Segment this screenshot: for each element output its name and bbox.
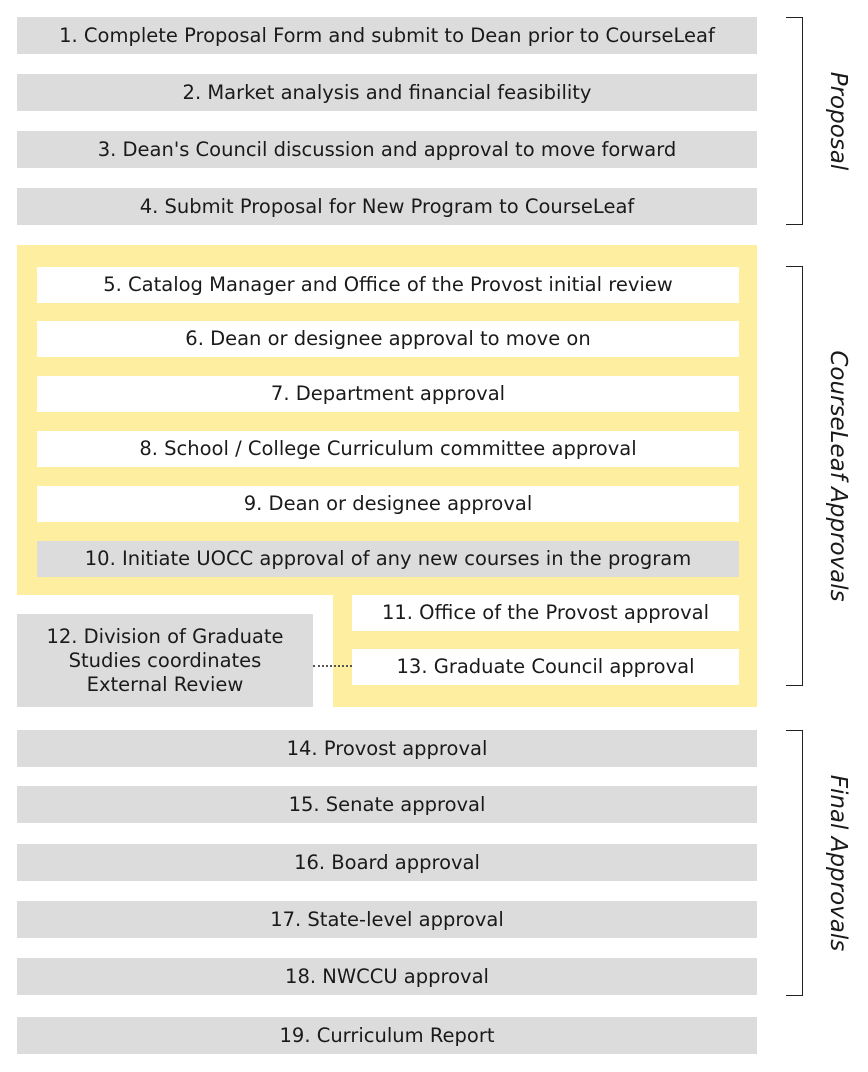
step-1-label: 1. Complete Proposal Form and submit to … [59,23,715,47]
step-12-line-1: 12. Division of Graduate [46,624,284,648]
step-15-label: 15. Senate approval [288,792,486,816]
proposal-bracket [786,17,803,225]
step-4: 4. Submit Proposal for New Program to Co… [17,188,757,225]
step-5-label: 5. Catalog Manager and Office of the Pro… [103,273,673,296]
courseleaf-region [17,245,757,595]
step-11: 11. Office of the Provost approval [352,595,739,631]
step-11-label: 11. Office of the Provost approval [381,601,710,624]
step-7: 7. Department approval [37,376,739,412]
final-bracket [786,730,803,996]
step-9: 9. Dean or designee approval [37,486,739,522]
step-12-line-2: Studies coordinates [68,648,262,672]
step-6-label: 6. Dean or designee approval to move on [185,327,591,350]
step-2: 2. Market analysis and financial feasibi… [17,74,757,111]
step-16: 16. Board approval [17,844,757,881]
step-17-label: 17. State-level approval [270,907,504,931]
step-2-label: 2. Market analysis and financial feasibi… [182,80,592,104]
step-10-label: 10. Initiate UOCC approval of any new co… [84,547,692,570]
final-label: Final Approvals [825,774,851,952]
step-7-label: 7. Department approval [270,382,506,405]
step-18: 18. NWCCU approval [17,958,757,995]
step-1: 1. Complete Proposal Form and submit to … [17,17,757,54]
step-8: 8. School / College Curriculum committee… [37,431,739,467]
proposal-label: Proposal [825,71,851,171]
step-14: 14. Provost approval [17,730,757,767]
step-3-label: 3. Dean's Council discussion and approva… [97,137,677,161]
step-17: 17. State-level approval [17,901,757,938]
step-4-label: 4. Submit Proposal for New Program to Co… [139,194,635,218]
step-12-connector [313,665,352,667]
step-18-label: 18. NWCCU approval [285,964,489,988]
step-14-label: 14. Provost approval [286,736,488,760]
courseleaf-bracket [786,266,803,686]
step-8-label: 8. School / College Curriculum committee… [139,437,637,460]
step-12-line-3: External Review [86,672,244,696]
step-9-label: 9. Dean or designee approval [243,492,533,515]
step-19-label: 19. Curriculum Report [279,1023,495,1047]
step-6: 6. Dean or designee approval to move on [37,321,739,357]
step-13-label: 13. Graduate Council approval [396,655,695,678]
step-5: 5. Catalog Manager and Office of the Pro… [37,267,739,303]
step-16-label: 16. Board approval [294,850,480,874]
step-10: 10. Initiate UOCC approval of any new co… [37,541,739,577]
step-19: 19. Curriculum Report [17,1017,757,1054]
courseleaf-label: CourseLeaf Approvals [825,350,851,602]
step-15: 15. Senate approval [17,786,757,823]
step-12: 12. Division of Graduate Studies coordin… [17,614,313,707]
step-3: 3. Dean's Council discussion and approva… [17,131,757,168]
step-13: 13. Graduate Council approval [352,649,739,685]
